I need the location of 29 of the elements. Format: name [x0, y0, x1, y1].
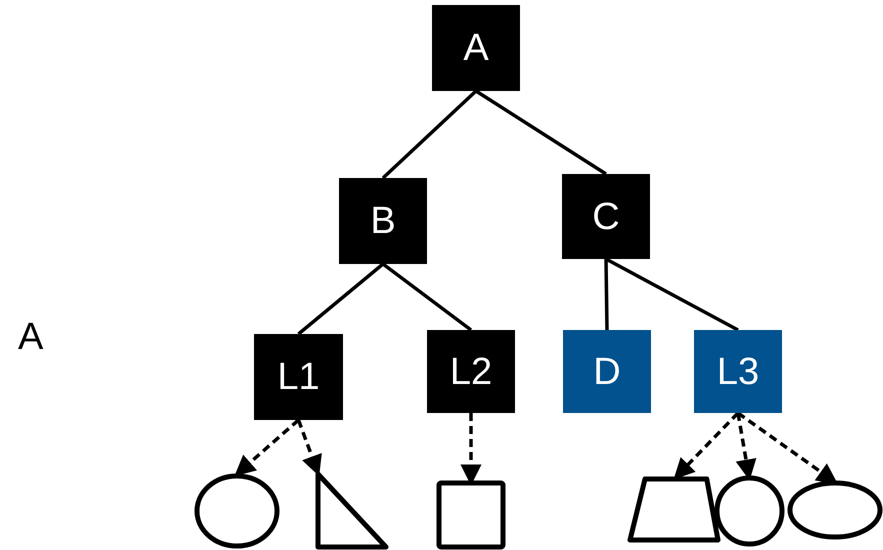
- ellipse-shape: [194, 473, 280, 549]
- node-label: L1: [277, 358, 320, 396]
- tree-node-box: [339, 178, 427, 264]
- node-label: B: [370, 202, 396, 240]
- connector-line: [605, 257, 739, 332]
- tree-node-box: [254, 334, 343, 420]
- node-label: L3: [716, 352, 760, 390]
- ellipse-shape: [787, 480, 883, 540]
- tree-node-box: [427, 330, 515, 413]
- dashed-arrow: [736, 412, 838, 484]
- tree-node-box: [432, 5, 520, 91]
- connector-line: [604, 258, 609, 330]
- node-label: L2: [450, 352, 492, 390]
- tree-node-box: [694, 330, 782, 413]
- trapezoid-shape: [626, 475, 721, 543]
- connector-line: [382, 262, 472, 332]
- node-label: C: [592, 198, 620, 236]
- connector-line: [382, 90, 478, 180]
- box-shape: [436, 480, 506, 550]
- triangle-shape: [314, 470, 389, 550]
- dashed-arrow: [234, 418, 300, 476]
- node-label: D: [593, 352, 621, 390]
- tree-node-box: [563, 330, 651, 413]
- connector-line: [475, 90, 607, 176]
- diagram-label: A: [18, 318, 44, 356]
- connector-line: [297, 262, 384, 336]
- node-label: A: [463, 29, 489, 67]
- circle-shape: [714, 475, 785, 547]
- tree-node-box: [562, 174, 650, 259]
